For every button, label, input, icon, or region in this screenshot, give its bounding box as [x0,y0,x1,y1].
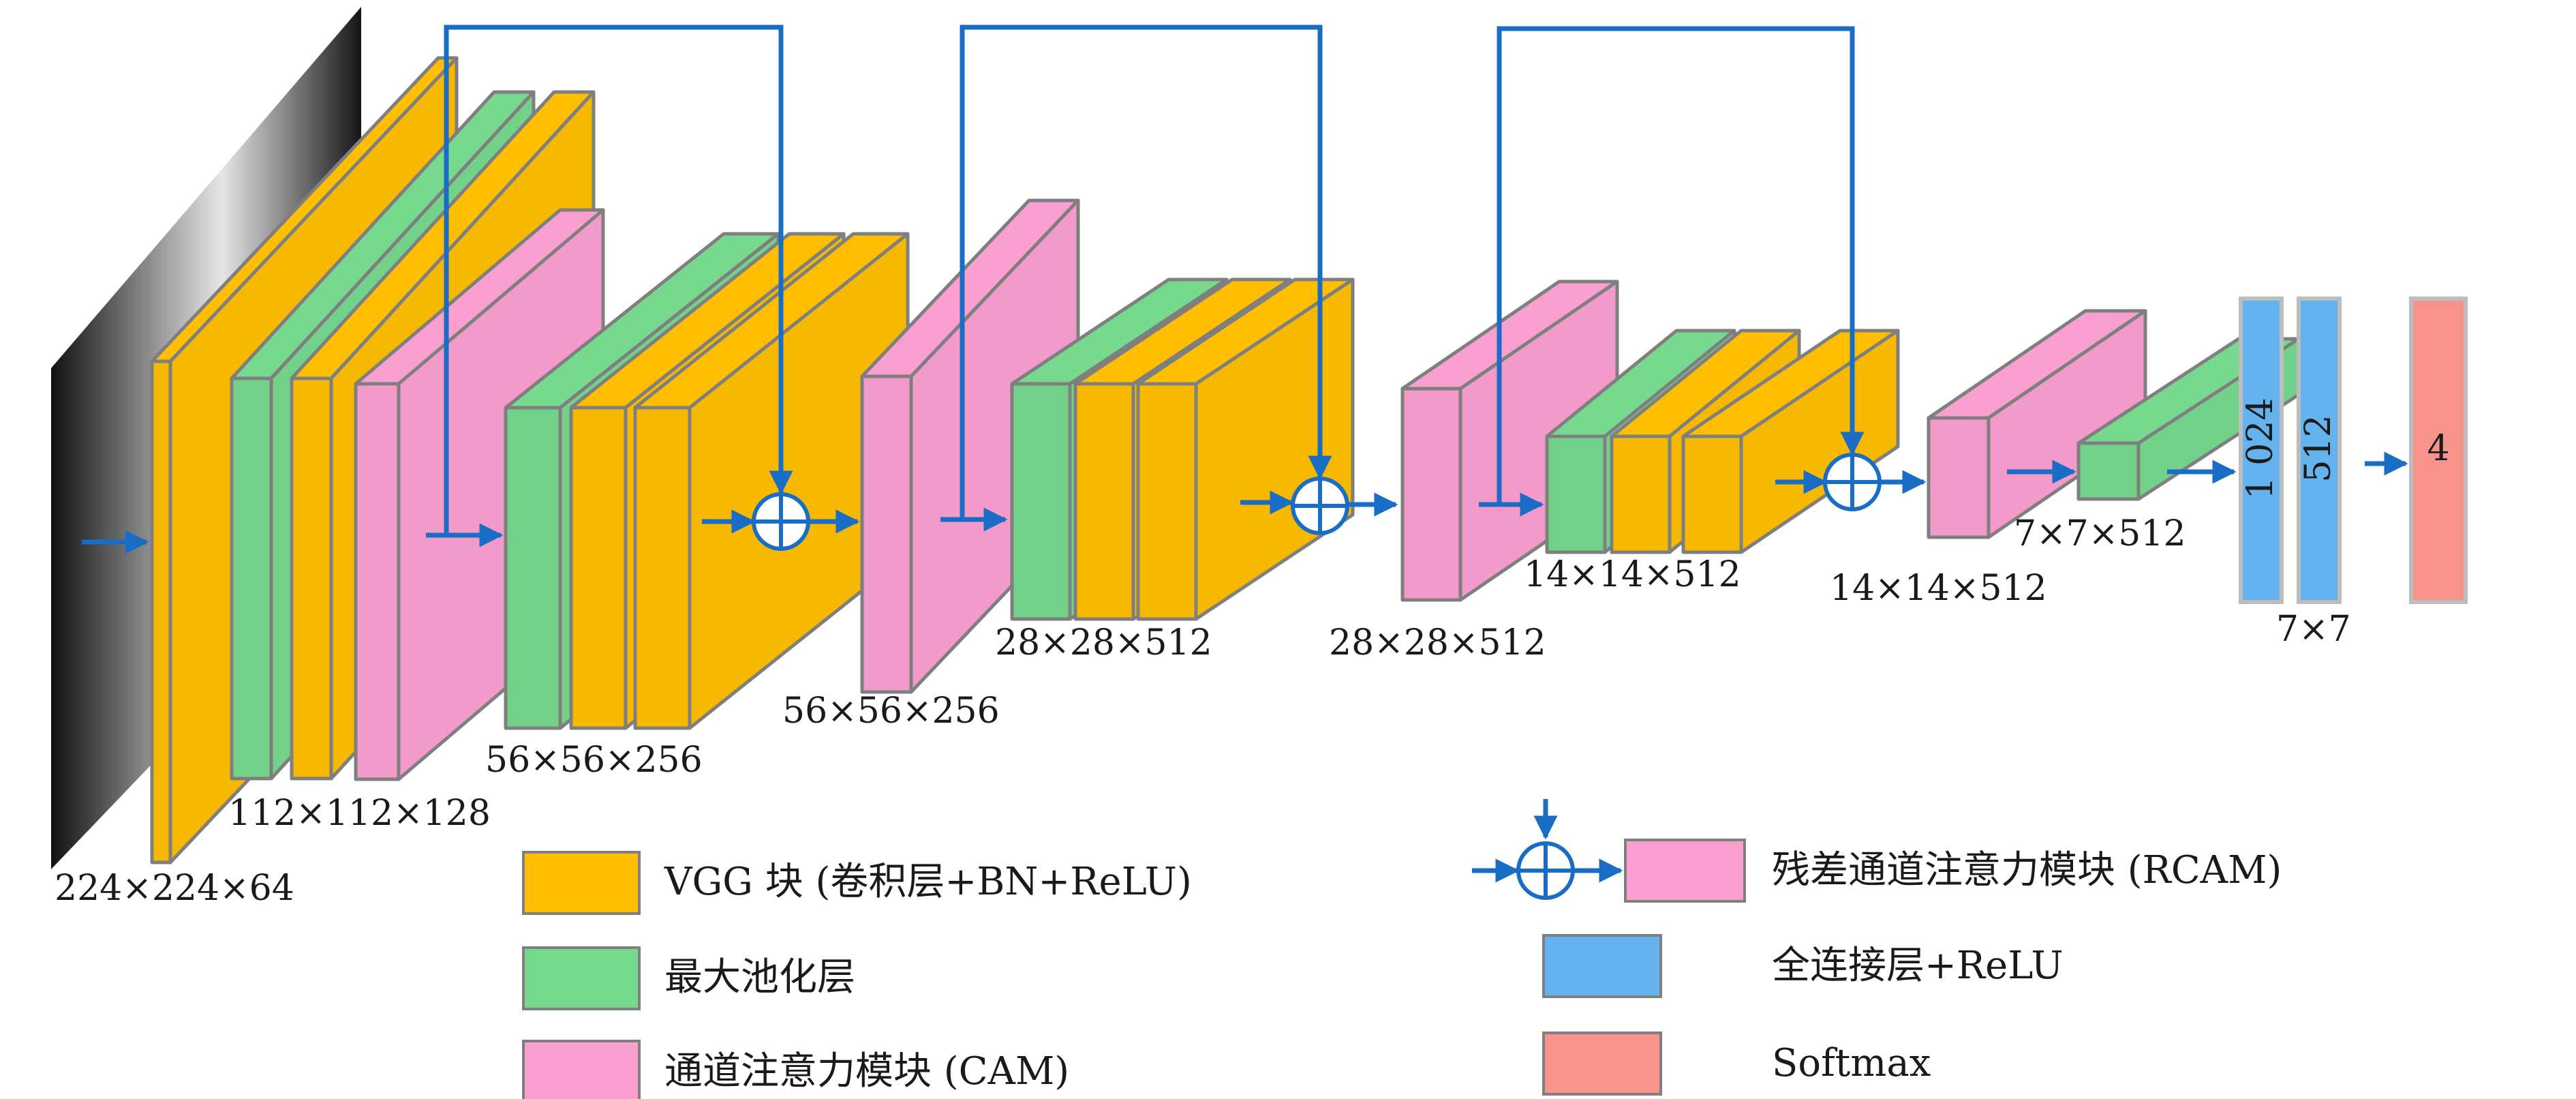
legend-label-pool: 最大池化层 [664,955,855,999]
dim-label-28b: 28×28×512 [1329,622,1546,663]
blocks-layer [150,56,2301,864]
block-front-face [150,359,172,864]
output-label: 4 [2427,428,2449,469]
block-cam-16 [1927,309,2147,539]
block-front-face [2076,441,2141,501]
legend: VGG 块 (卷积层+BN+ReLU) 最大池化层 通道注意力模块 (CAM) … [522,799,2282,1099]
block-front-face [230,376,273,781]
arrows-layer [82,25,2408,554]
block-front-face [569,406,628,730]
dim-label-14b: 14×14×512 [1830,568,2047,609]
block-front-face [1073,382,1135,621]
fc2-label: 512 [2298,415,2339,482]
flow-arrow-16 [1497,26,1865,505]
block-front-face [633,406,692,730]
softmax-bar [2409,297,2468,604]
block-front-face [1681,434,1743,554]
fc-bar-1024 [2239,297,2284,604]
residual-add-2 [1291,477,1349,535]
legend-adder-icon [1472,799,1623,900]
dim-label-7x7: 7×7 [2276,609,2351,650]
block-vgg-15 [1681,329,1900,554]
block-cam-12 [1400,280,1619,602]
legend-label-cam: 通道注意力模块 (CAM) [664,1049,1069,1094]
block-front-face [1927,416,1991,539]
legend-swatch-vgg [522,851,641,915]
flow-arrow-15 [960,25,1332,520]
block-vgg-7 [633,232,910,730]
dim-label-56a: 56×56×256 [485,740,703,781]
legend-swatch-rcam [1624,839,1746,903]
block-front-face [1010,382,1072,621]
block-front-face [1136,382,1198,621]
residual-add-3 [1823,453,1882,511]
residual-add-1 [752,492,810,551]
legend-swatch-pool [522,946,641,1010]
dim-label-28a: 28×28×512 [995,622,1212,663]
block-front-face [354,382,401,781]
legend-swatch-cam [522,1040,641,1099]
legend-label-rcam: 残差通道注意力模块 (RCAM) [1772,848,2282,892]
block-front-face [290,376,333,781]
block-front-face [1400,387,1462,602]
dim-label-224: 224×224×64 [55,868,294,909]
block-front-face [860,374,913,694]
dim-label-56b: 56×56×256 [782,691,1000,732]
dim-label-7: 7×7×512 [2014,513,2186,554]
legend-swatch-softmax [1542,1032,1662,1096]
block-front-face [1545,434,1607,554]
legend-label-softmax: Softmax [1772,1041,1931,1085]
block-cam-8 [860,198,1080,694]
flow-arrow-14 [444,25,793,535]
block-front-face [1610,434,1672,554]
fc-bar-512 [2297,297,2342,604]
adders-layer [752,453,1882,551]
block-front-face [504,406,562,730]
fc1-label: 1 024 [2240,398,2281,500]
dim-label-14a: 14×14×512 [1524,554,1741,595]
legend-label-vgg: VGG 块 (卷积层+BN+ReLU) [664,860,1192,904]
legend-swatch-fc [1542,934,1662,998]
dim-label-112: 112×112×128 [228,793,491,834]
legend-label-fc: 全连接层+ReLU [1772,944,2064,988]
